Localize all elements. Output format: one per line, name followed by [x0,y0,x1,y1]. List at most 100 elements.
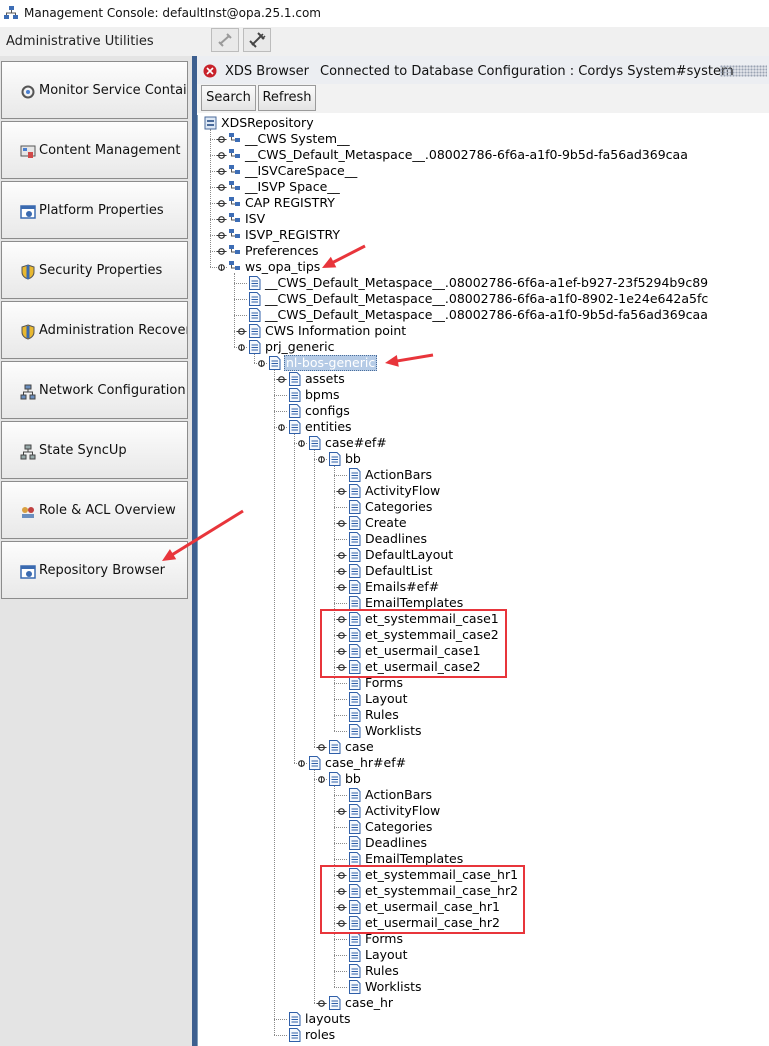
collapse-toggle[interactable] [217,263,226,272]
tree-node[interactable]: bb [198,771,769,787]
tree-node[interactable]: Preferences [198,243,769,259]
tree-node[interactable]: __CWS_Default_Metaspace__.08002786-6f6a-… [198,275,769,291]
tree-node[interactable]: case#ef# [198,435,769,451]
sidebar-item-state-syncup[interactable]: State SyncUp [1,421,188,479]
expand-toggle[interactable] [337,887,346,896]
tree-node[interactable]: ActivityFlow [198,803,769,819]
tree-node[interactable]: Categories [198,819,769,835]
tree-node[interactable]: DefaultList [198,563,769,579]
tree-node[interactable]: entities [198,419,769,435]
sidebar-item-security-properties[interactable]: Security Properties [1,241,188,299]
sidebar-item-platform-properties[interactable]: Platform Properties [1,181,188,239]
tree-node[interactable]: __CWS_Default_Metaspace__.08002786-6f6a-… [198,291,769,307]
tree-node[interactable]: Worklists [198,979,769,995]
collapse-toggle[interactable] [277,423,286,432]
tree-node[interactable]: Forms [198,675,769,691]
tree-node[interactable]: et_usermail_case_hr2 [198,915,769,931]
expand-toggle[interactable] [337,519,346,528]
tree-node[interactable]: __CWS_Default_Metaspace__.08002786-6f6a-… [198,147,769,163]
expand-toggle[interactable] [337,647,346,656]
tree-node[interactable]: Deadlines [198,531,769,547]
tree-node[interactable]: ISVP_REGISTRY [198,227,769,243]
tree-node[interactable]: Create [198,515,769,531]
expand-toggle[interactable] [217,199,226,208]
tree-node[interactable]: case_hr [198,995,769,1011]
tree-node[interactable]: CWS Information point [198,323,769,339]
collapse-toggle[interactable] [297,759,306,768]
expand-toggle[interactable] [317,743,326,752]
expand-toggle[interactable] [217,167,226,176]
sidebar-item-network-configuration[interactable]: Network Configuration [1,361,188,419]
refresh-tool-button[interactable] [211,28,239,52]
tree-node[interactable]: Layout [198,691,769,707]
tree-node[interactable]: Rules [198,707,769,723]
expand-toggle[interactable] [337,487,346,496]
expand-toggle[interactable] [217,151,226,160]
expand-toggle[interactable] [217,231,226,240]
tree-node[interactable]: assets [198,371,769,387]
sidebar-item-repository-browser[interactable]: Repository Browser [1,541,188,599]
tree-node[interactable]: et_usermail_case_hr1 [198,899,769,915]
expand-toggle[interactable] [337,871,346,880]
sidebar-item-role-acl-overview[interactable]: Role & ACL Overview [1,481,188,539]
tree-node[interactable]: bb [198,451,769,467]
tree-node[interactable]: Forms [198,931,769,947]
collapse-toggle[interactable] [317,455,326,464]
tree-node[interactable]: case [198,739,769,755]
tree-node[interactable]: layouts [198,1011,769,1027]
expand-toggle[interactable] [237,327,246,336]
tree-node[interactable]: __CWS_Default_Metaspace__.08002786-6f6a-… [198,307,769,323]
plugin-tool-button[interactable] [243,28,271,52]
tree-node[interactable]: ActionBars [198,787,769,803]
tree-node[interactable]: __ISVCareSpace__ [198,163,769,179]
tree-node[interactable]: case_hr#ef# [198,755,769,771]
tree-node[interactable]: et_systemmail_case1 [198,611,769,627]
repository-tree[interactable]: XDSRepository__CWS System____CWS_Default… [197,115,769,1046]
tree-node[interactable]: EmailTemplates [198,595,769,611]
tree-node[interactable]: ISV [198,211,769,227]
tree-node[interactable]: Categories [198,499,769,515]
expand-toggle[interactable] [317,999,326,1008]
collapse-toggle[interactable] [257,359,266,368]
tree-node[interactable]: et_usermail_case2 [198,659,769,675]
expand-toggle[interactable] [217,183,226,192]
tree-node[interactable]: Rules [198,963,769,979]
expand-toggle[interactable] [337,903,346,912]
tree-node[interactable]: XDSRepository [198,115,769,131]
refresh-button[interactable]: Refresh [258,85,316,111]
tree-node[interactable]: nl-bos-generic [198,355,769,371]
sidebar-item-content-management[interactable]: Content Management [1,121,188,179]
tree-node[interactable]: configs [198,403,769,419]
collapse-toggle[interactable] [237,343,246,352]
expand-toggle[interactable] [217,135,226,144]
tree-node[interactable]: Layout [198,947,769,963]
expand-toggle[interactable] [337,551,346,560]
expand-toggle[interactable] [277,375,286,384]
expand-toggle[interactable] [337,631,346,640]
expand-toggle[interactable] [337,807,346,816]
expand-toggle[interactable] [337,663,346,672]
tree-node[interactable]: Emails#ef# [198,579,769,595]
collapse-toggle[interactable] [317,775,326,784]
tree-node[interactable]: roles [198,1027,769,1043]
search-button[interactable]: Search [201,85,256,111]
tree-node[interactable]: et_usermail_case1 [198,643,769,659]
collapse-toggle[interactable] [297,439,306,448]
sidebar-item-monitor-service-containers[interactable]: Monitor Service Containers [1,61,188,119]
tree-node[interactable]: et_systemmail_case_hr1 [198,867,769,883]
tree-node[interactable]: et_systemmail_case2 [198,627,769,643]
tree-node[interactable]: bpms [198,387,769,403]
expand-toggle[interactable] [217,247,226,256]
expand-toggle[interactable] [337,615,346,624]
tree-node[interactable]: EmailTemplates [198,851,769,867]
tree-node[interactable]: ActivityFlow [198,483,769,499]
expand-toggle[interactable] [337,583,346,592]
tree-node[interactable]: prj_generic [198,339,769,355]
expand-toggle[interactable] [337,567,346,576]
tree-node[interactable]: et_systemmail_case_hr2 [198,883,769,899]
tree-node[interactable]: ActionBars [198,467,769,483]
tree-node[interactable]: Worklists [198,723,769,739]
tree-node[interactable]: CAP REGISTRY [198,195,769,211]
tree-node[interactable]: ws_opa_tips [198,259,769,275]
tree-node[interactable]: __CWS System__ [198,131,769,147]
